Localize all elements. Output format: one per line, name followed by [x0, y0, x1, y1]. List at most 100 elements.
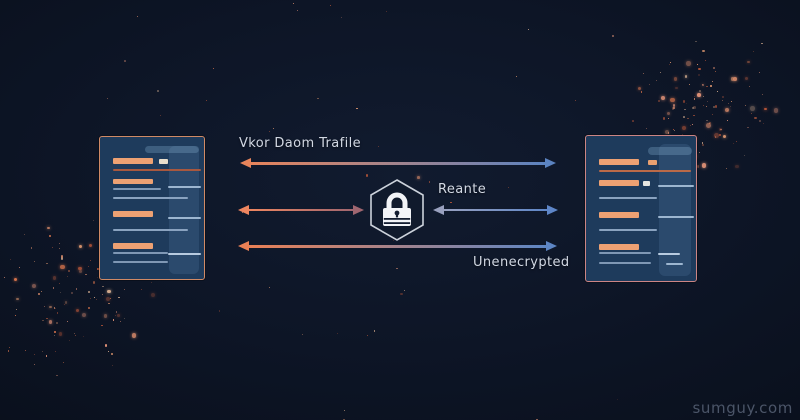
ember-particle [343, 409, 345, 411]
ember-particle [744, 104, 746, 106]
doc-element [599, 244, 639, 250]
ember-particle [730, 77, 735, 82]
ember-particle [659, 72, 661, 73]
ember-particle [131, 333, 137, 338]
ember-particle [726, 168, 728, 170]
doc-element [168, 217, 201, 219]
ember-particle [31, 283, 37, 289]
doc-element [113, 158, 153, 164]
ember-particle [115, 311, 118, 314]
ember-particle [697, 93, 701, 97]
ember-particle [57, 312, 59, 314]
doc-element [159, 159, 168, 164]
ember-particle [404, 290, 406, 291]
ember-particle [89, 259, 91, 261]
ember-particle [669, 63, 670, 65]
doc-element [658, 185, 694, 187]
ember-particle [759, 119, 762, 122]
ember-particle [672, 104, 676, 107]
ember-particle [160, 114, 162, 117]
ember-particle [725, 108, 730, 112]
bottom-arrow [247, 244, 548, 248]
ember-particle [733, 143, 735, 145]
bottom-arrow-label: Unenecrypted [473, 255, 570, 270]
ember-particle [697, 74, 700, 76]
ember-particle [692, 107, 694, 110]
ember-particle [716, 91, 718, 92]
doc-element [168, 186, 201, 188]
ember-particle [711, 113, 713, 115]
ember-particle [75, 308, 80, 313]
doc-element [648, 160, 657, 165]
ember-particle [428, 181, 431, 183]
ember-particle [731, 100, 732, 102]
ember-particle [151, 282, 153, 284]
ember-particle [684, 108, 686, 111]
ember-particle [763, 122, 765, 124]
ember-particle [711, 80, 713, 82]
ember-particle [736, 141, 738, 142]
ember-particle [52, 287, 54, 289]
ember-particle [8, 350, 10, 352]
ember-particle [48, 320, 53, 324]
doc-element [113, 169, 201, 171]
ember-particle [356, 108, 358, 110]
ember-particle [508, 187, 510, 188]
top-arrow-label: Vkor Daom Trafile [239, 136, 362, 151]
ember-particle [748, 86, 750, 88]
ember-particle [417, 176, 420, 179]
ember-particle [52, 246, 53, 248]
ember-particle [123, 317, 125, 319]
ember-particle [698, 151, 700, 153]
ember-particle [693, 98, 696, 100]
ember-particle [574, 99, 576, 101]
ember-particle [745, 77, 749, 81]
ember-particle [66, 320, 68, 322]
ember-particle [721, 99, 723, 101]
ember-particle [110, 352, 113, 356]
ember-particle [108, 350, 110, 352]
doc-element [169, 146, 199, 274]
ember-particle [396, 267, 399, 270]
doc-element [168, 253, 201, 255]
doc-element [599, 170, 691, 172]
ember-particle [750, 112, 753, 115]
ember-particle [101, 293, 103, 295]
ember-particle [673, 77, 678, 81]
ember-particle [701, 141, 704, 144]
ember-particle [83, 336, 85, 337]
ember-particle [709, 84, 712, 87]
ember-particle [97, 277, 99, 279]
ember-particle [54, 335, 56, 337]
doc-element [643, 181, 650, 186]
ember-particle [53, 307, 56, 309]
ember-particle [747, 126, 749, 129]
ember-particle [703, 95, 705, 97]
ember-particle [709, 122, 712, 125]
ember-particle [87, 306, 91, 309]
ember-particle [212, 68, 214, 69]
ember-particle [118, 296, 120, 298]
ember-particle [753, 50, 755, 52]
ember-particle [727, 120, 729, 121]
middle-left-arrow [247, 208, 355, 212]
ember-particle [697, 63, 699, 65]
ember-particle [683, 116, 685, 118]
ember-particle [712, 106, 715, 109]
doc-element [599, 229, 657, 231]
ember-particle [44, 305, 46, 307]
ember-particle [682, 126, 686, 130]
middle-left-arrow-left-head [238, 204, 249, 215]
ember-particle [46, 355, 48, 357]
ember-particle [93, 296, 96, 299]
ember-particle [52, 276, 57, 280]
ember-particle [102, 285, 104, 288]
ember-particle [34, 364, 36, 366]
ember-particle [317, 97, 319, 100]
ember-particle [53, 330, 56, 333]
ember-particle [642, 73, 645, 75]
ember-particle [706, 100, 708, 102]
ember-particle [89, 297, 92, 299]
ember-particle [92, 220, 94, 222]
ember-particle [670, 97, 675, 103]
